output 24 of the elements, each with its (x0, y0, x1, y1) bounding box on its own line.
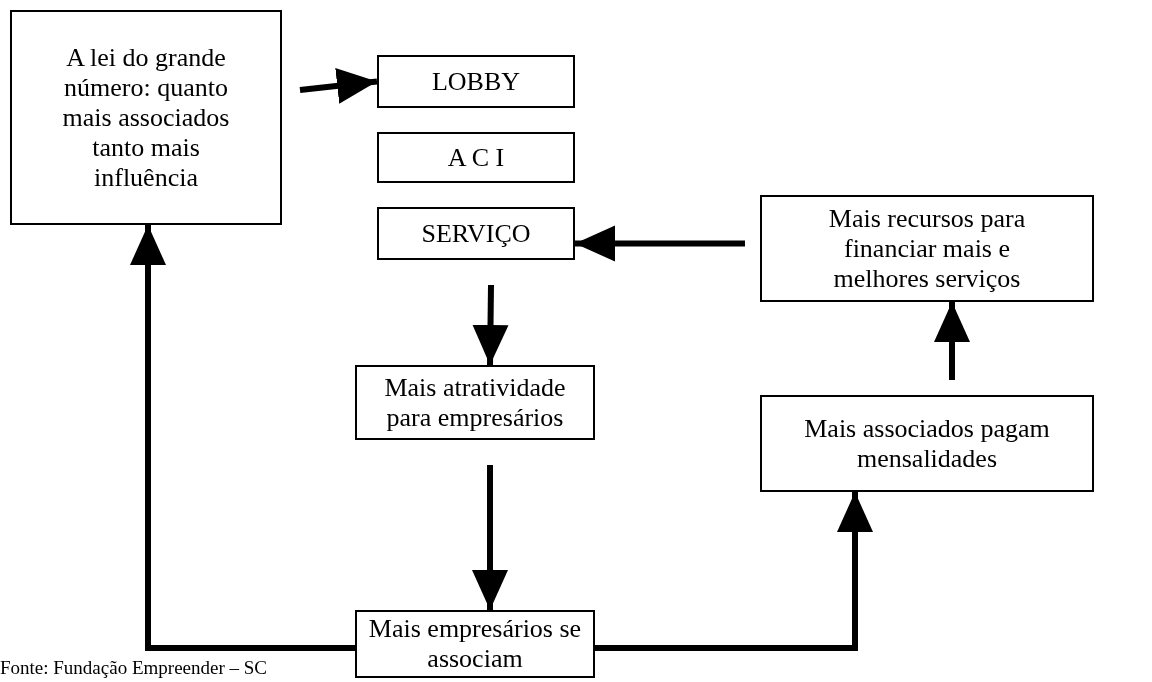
process-box (377, 132, 575, 183)
arrow (595, 492, 873, 651)
process-box (760, 195, 1094, 302)
arrow (472, 284, 509, 366)
source-caption: Fonte: Fundação Empreender – SC (0, 657, 267, 679)
arrow (299, 68, 378, 104)
box-text: A C I (447, 142, 505, 173)
box-text: Mais empresários se associam (367, 614, 583, 674)
arrow (575, 225, 745, 262)
process-box (377, 55, 575, 108)
arrow (130, 225, 355, 651)
process-box (355, 610, 595, 678)
process-box (10, 10, 282, 225)
process-box (377, 207, 575, 260)
arrow (472, 465, 508, 610)
process-box (760, 395, 1094, 492)
box-text: A lei do grande número: quanto mais associados tanto mais influência (61, 42, 231, 193)
box-text: Mais associados pagam mensalidades (803, 413, 1051, 474)
box-text: Mais recursos para financiar mais e melhores serviços (827, 203, 1027, 294)
arrow (934, 302, 970, 380)
process-box (355, 365, 595, 440)
box-text: Mais atratividade para empresários (383, 372, 567, 433)
box-text: LOBBY (431, 66, 521, 97)
box-text: SERVIÇO (421, 218, 531, 249)
